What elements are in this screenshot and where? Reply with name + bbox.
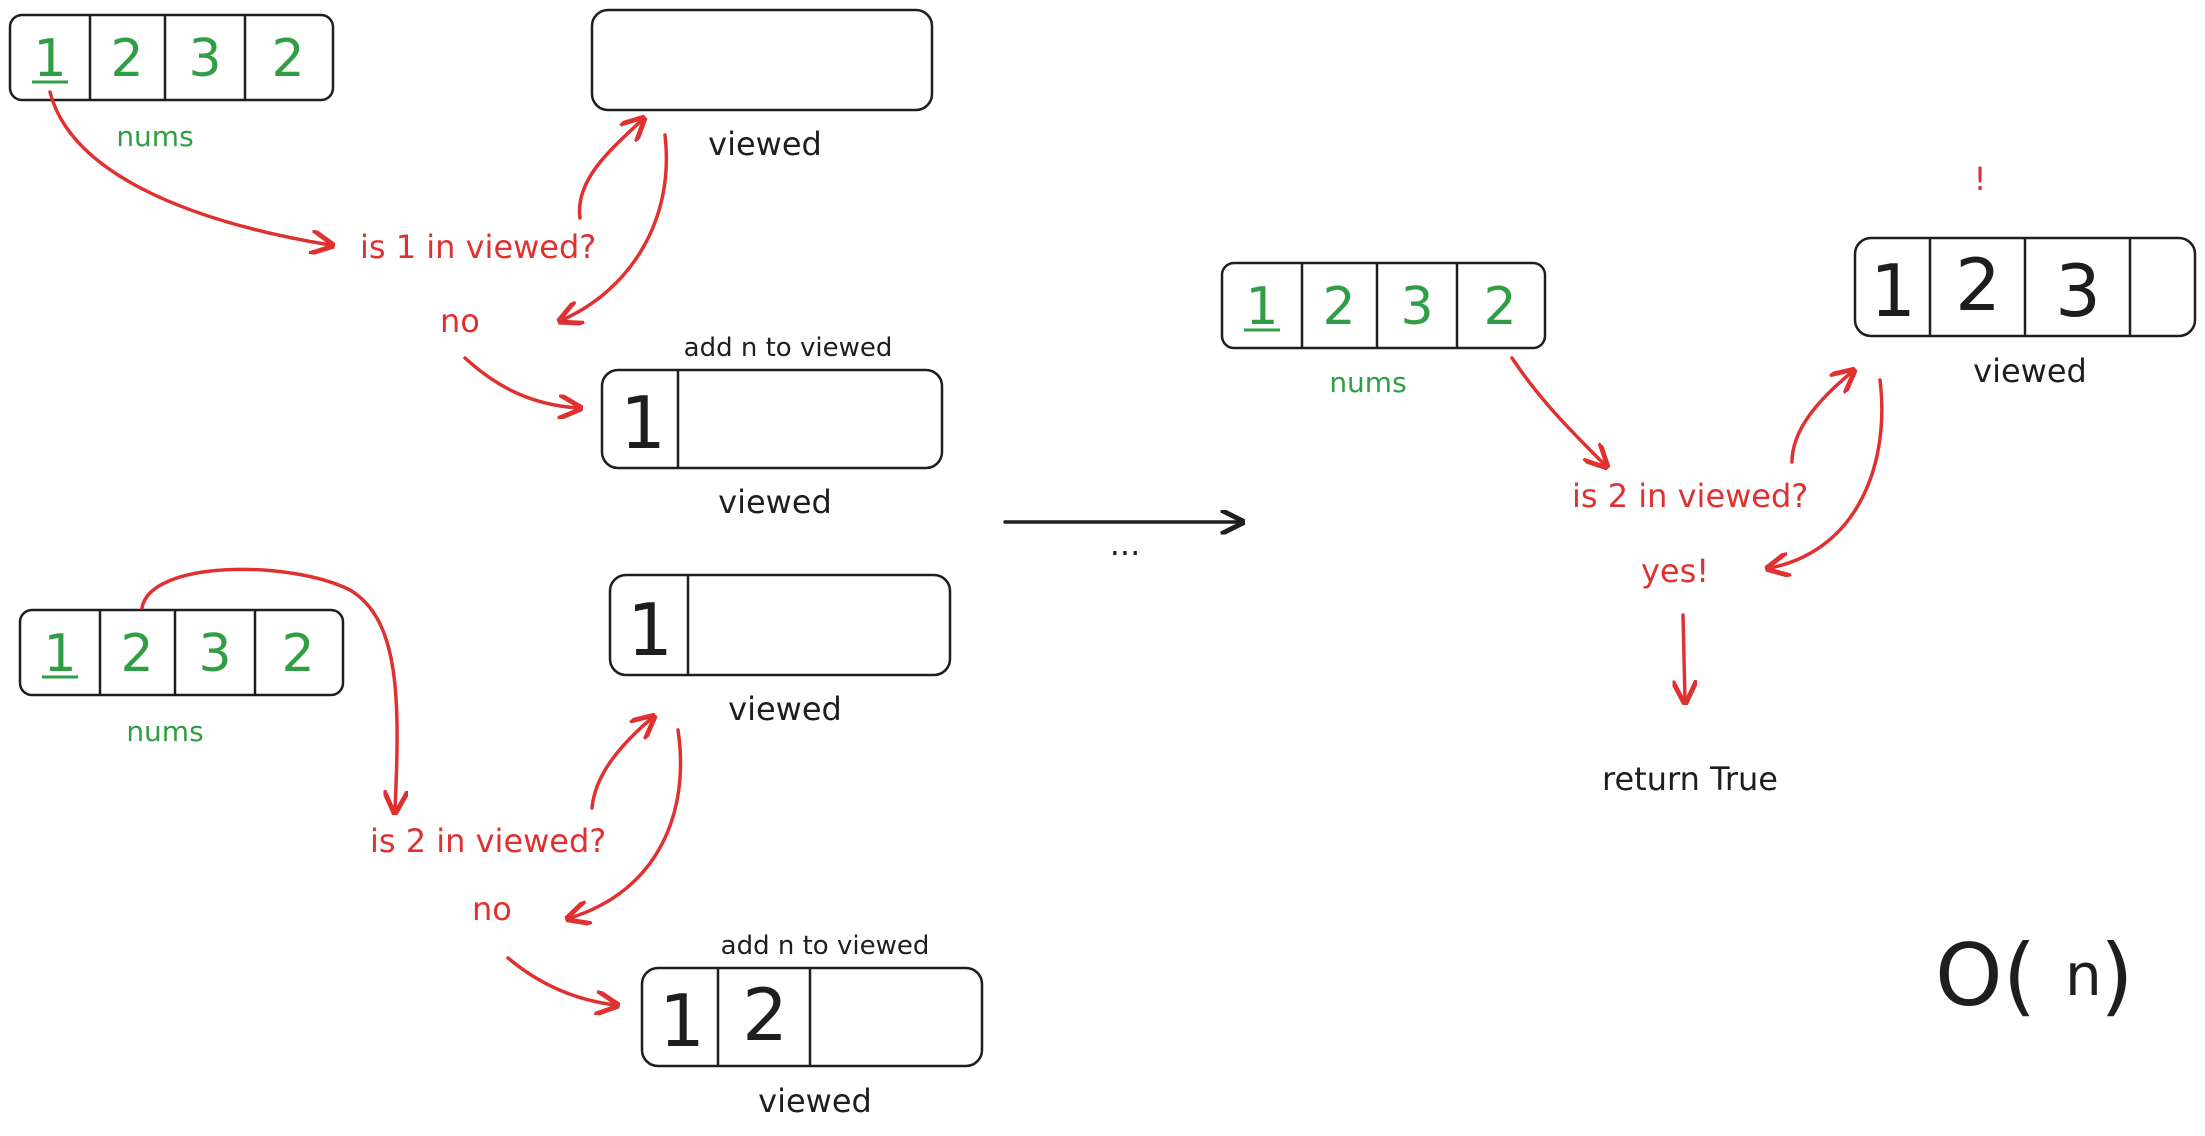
step1-viewed-empty-label: viewed [708, 125, 822, 163]
step1-nums-cell-0: 1 [33, 29, 66, 89]
step2-nums-array: 1 2 3 2 nums [18, 608, 345, 748]
transition-group: ... [1003, 522, 1240, 563]
final-nums-cell-3: 2 [1483, 277, 1516, 337]
step2-action: add n to viewed [721, 931, 930, 961]
step2-viewed-after-cell-0: 1 [659, 979, 705, 1063]
step2-viewed-before-cell-0: 1 [627, 588, 673, 672]
step1-nums-cell-2: 3 [188, 29, 221, 89]
step1-group: 1 2 3 2 nums viewed is 1 in viewed? no a… [8, 8, 944, 521]
step2-viewed-after-box [640, 966, 984, 1068]
complexity-paren-close: ) [2100, 926, 2134, 1026]
step1-nums-cell-1: 2 [110, 29, 143, 89]
final-step-group: 1 2 3 2 nums ! 1 2 3 viewed is 2 in view… [1220, 160, 2197, 798]
step2-arrow-check-viewed [590, 718, 652, 810]
step2-arrow-nums-to-question [140, 567, 397, 810]
step2-question: is 2 in viewed? [370, 822, 606, 860]
step2-nums-cell-3: 2 [281, 624, 314, 684]
final-arrow-yes-to-result [1683, 613, 1685, 700]
final-arrow-nums-to-question [1510, 356, 1605, 465]
complexity-group: O( n ) [1935, 926, 2134, 1026]
step1-question: is 1 in viewed? [360, 228, 596, 266]
step1-arrow-check-viewed [577, 120, 642, 220]
final-result: return True [1602, 760, 1778, 798]
step2-nums-label: nums [126, 715, 203, 748]
final-arrow-viewed-to-yes [1770, 378, 1884, 568]
transition-ellipsis: ... [1110, 525, 1141, 563]
step2-nums-cell-1: 2 [120, 624, 153, 684]
final-nums-cell-0: 1 [1245, 277, 1278, 337]
step2-viewed-before-label: viewed [728, 690, 842, 728]
step2-arrow-no-to-add [506, 956, 615, 1005]
step1-arrow-viewed-to-no [562, 133, 668, 320]
step1-viewed-after-label: viewed [718, 483, 832, 521]
final-answer: yes! [1641, 552, 1709, 590]
step1-nums-label: nums [116, 120, 193, 153]
final-question: is 2 in viewed? [1572, 477, 1808, 515]
step2-answer: no [472, 890, 512, 928]
step1-viewed-after-box [600, 368, 944, 470]
step1-viewed-after-cell-0: 1 [620, 381, 666, 465]
final-arrow-check-viewed [1790, 372, 1852, 464]
step1-arrow-no-to-add [463, 356, 578, 408]
final-nums-cell-2: 3 [1400, 277, 1433, 337]
final-viewed-cell-1: 2 [1955, 243, 2001, 327]
final-viewed-label: viewed [1973, 352, 2087, 390]
step1-arrow-nums-to-question [48, 90, 330, 245]
final-exclaim: ! [1974, 160, 1987, 198]
step2-viewed-before-box [608, 573, 952, 677]
step1-nums-cell-3: 2 [271, 29, 304, 89]
step1-action: add n to viewed [684, 333, 893, 363]
final-viewed-cell-2: 3 [2055, 249, 2101, 333]
step1-viewed-empty-box [590, 8, 934, 112]
step2-arrow-viewed-to-no [570, 728, 683, 918]
step2-viewed-after-cell-1: 2 [742, 973, 788, 1057]
final-nums-cell-1: 2 [1322, 277, 1355, 337]
step2-viewed-after-label: viewed [758, 1082, 872, 1120]
complexity-o-open: O( [1935, 926, 2036, 1026]
final-viewed-cell-0: 1 [1870, 249, 1916, 333]
step1-answer: no [440, 302, 480, 340]
complexity-n: n [2065, 941, 2102, 1009]
step2-group: 1 2 3 2 nums 1 viewed is 2 in viewed? no… [18, 567, 984, 1120]
final-nums-label: nums [1329, 366, 1406, 399]
final-nums-array: 1 2 3 2 nums [1220, 261, 1547, 399]
step1-nums-array: 1 2 3 2 nums [8, 13, 335, 153]
step2-nums-cell-2: 3 [198, 624, 231, 684]
step2-nums-cell-0: 1 [43, 624, 76, 684]
